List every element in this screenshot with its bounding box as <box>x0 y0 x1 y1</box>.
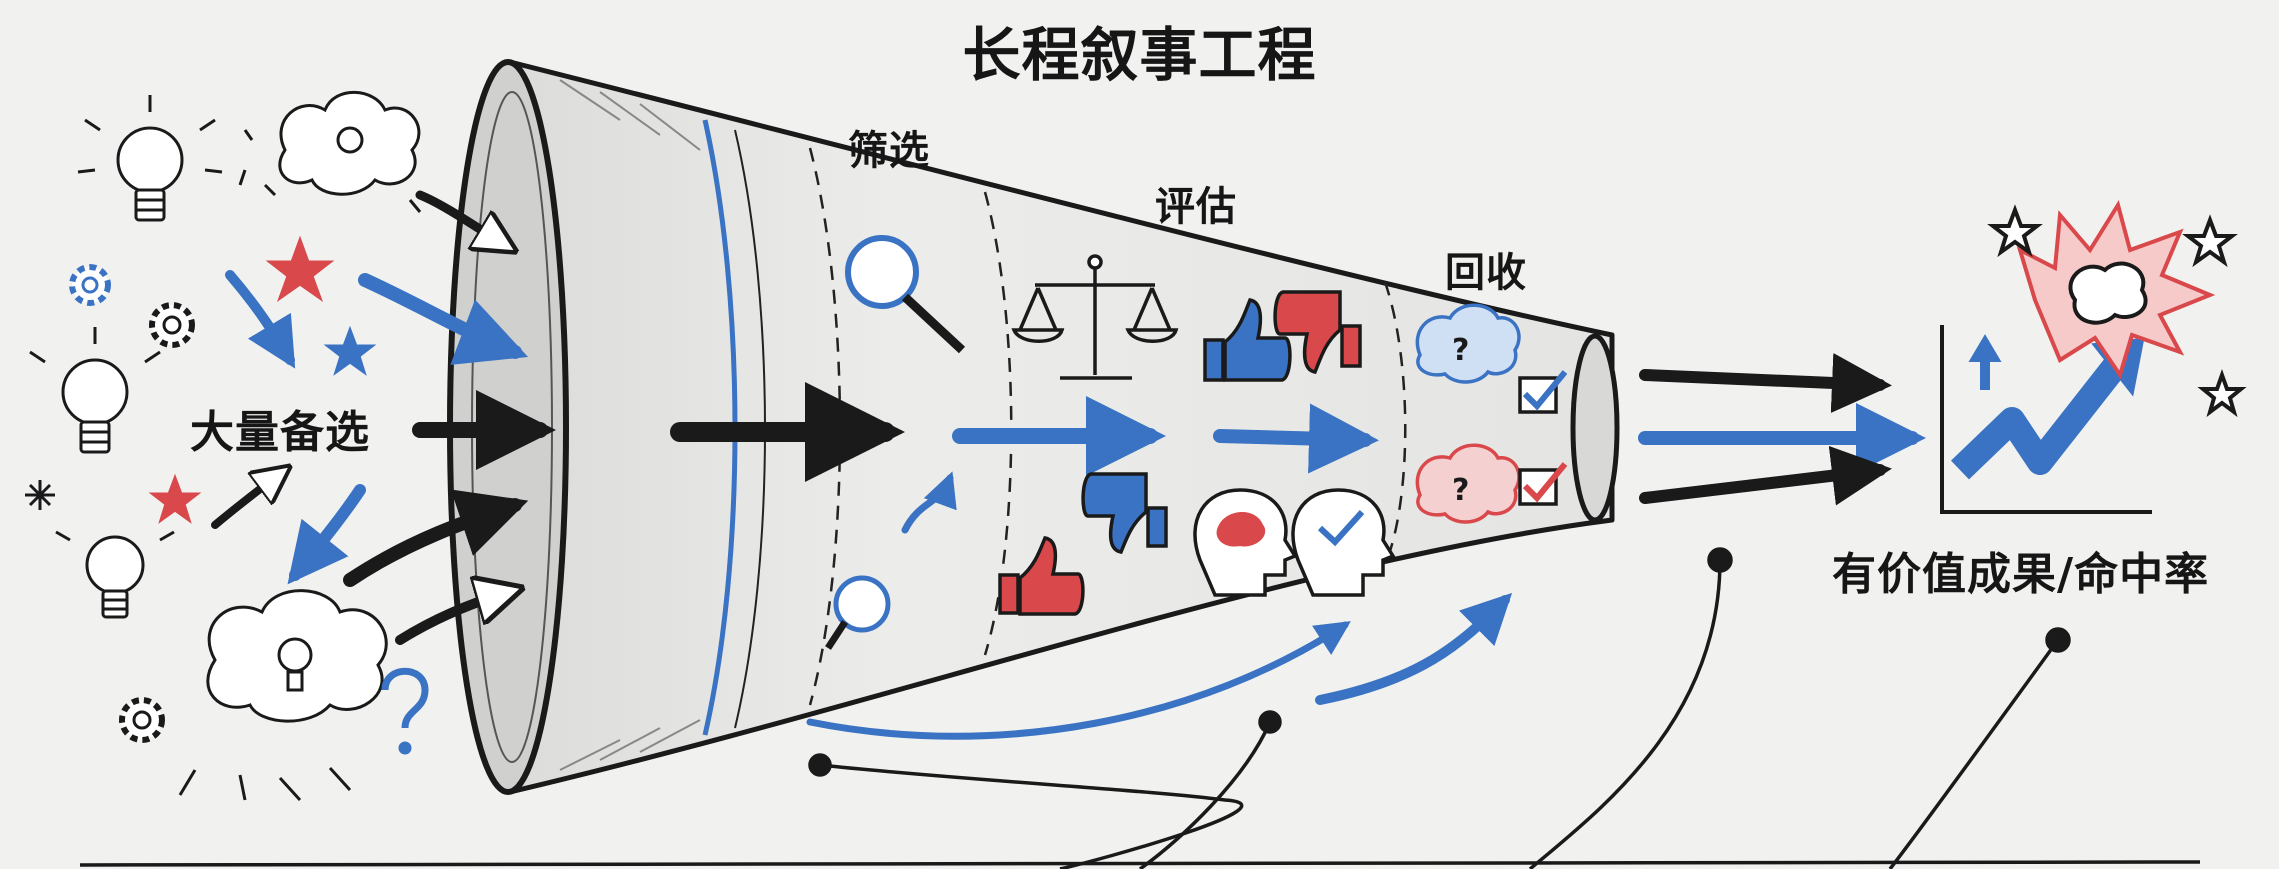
connector-dot <box>1707 547 1733 573</box>
gear-icon <box>149 302 195 348</box>
star-icon <box>2197 369 2247 418</box>
thought-cloud-icon <box>278 90 421 196</box>
lightbulb-icon <box>77 95 223 222</box>
arrow-in <box>358 273 529 365</box>
stage-label-filter: 筛选 <box>848 128 930 174</box>
recall-stage-icons: ? ? <box>1415 303 1568 524</box>
arrow-out <box>1639 445 1892 506</box>
thumbs-down-icon <box>1273 290 1362 374</box>
check-head-icon <box>1291 488 1396 597</box>
arrow-in <box>343 489 529 587</box>
magnifier-icon <box>845 235 966 354</box>
svg-text:?: ? <box>1452 333 1469 368</box>
star-icon <box>148 473 202 524</box>
star-icon <box>2182 214 2238 268</box>
thought-cloud-icon <box>206 589 388 723</box>
connector-line <box>1138 721 1272 869</box>
stage-divider-1 <box>808 147 842 706</box>
stage-divider-3 <box>1383 281 1407 566</box>
arrow-in <box>395 590 515 645</box>
sparkle-icon <box>25 480 55 510</box>
flow-arrow <box>1213 403 1379 474</box>
bottom-flow-arrows <box>806 592 1513 740</box>
stage-label-evaluate: 评估 <box>1155 184 1237 230</box>
arrow-in <box>225 270 296 369</box>
connector-dot <box>808 753 832 777</box>
question-mark-icon <box>381 667 429 729</box>
explosion-icon <box>2016 200 2216 380</box>
balance-scale-icon <box>1011 254 1179 380</box>
lightbulb-icon <box>55 530 175 619</box>
stage-divider-2 <box>983 191 1013 656</box>
checkbox-icon <box>1518 462 1568 506</box>
lightbulb-icon <box>29 327 161 454</box>
checkbox-icon <box>1518 370 1568 414</box>
flow-arrow <box>1315 592 1513 705</box>
output-arrows <box>1638 352 1926 506</box>
brain-icon: ? <box>1415 303 1521 384</box>
brain-icon: ? <box>1415 443 1521 524</box>
filter-stage-icons <box>825 235 966 650</box>
svg-text:?: ? <box>1452 473 1469 508</box>
arrow-out <box>1639 352 1892 413</box>
thumbs-down-icon <box>1081 472 1168 554</box>
candidate-ideas <box>25 90 429 802</box>
brain-head-icon <box>1193 488 1298 597</box>
gear-icon <box>119 697 165 743</box>
funnel-flow-arrows <box>670 382 1379 534</box>
result-icons <box>1940 200 2247 514</box>
arrow-in <box>287 484 366 585</box>
evaluate-stage-icons <box>998 254 1396 616</box>
connector-line <box>1888 638 2060 869</box>
funnel-top-hatching <box>559 79 701 771</box>
stage-label-recall: 回收 <box>1445 250 1527 296</box>
question-mark-dot <box>398 741 412 755</box>
scribble-marks <box>178 129 422 802</box>
star-icon <box>323 325 377 376</box>
funnel-outlet <box>1570 333 1620 523</box>
diagram-title: 长程叙事工程 <box>962 21 1317 89</box>
star-icon <box>1987 204 2043 258</box>
connector-dot <box>2045 627 2071 653</box>
arrow-in <box>211 470 285 529</box>
bottom-rule <box>79 858 2201 867</box>
thumbs-up-icon <box>1203 298 1292 382</box>
flow-arrow <box>901 471 957 534</box>
arrow-in <box>415 190 510 248</box>
funnel <box>447 59 1620 795</box>
input-arrows <box>211 190 556 645</box>
magnifier-icon <box>825 575 891 650</box>
star-icon <box>265 235 335 302</box>
connector-dot <box>1258 710 1282 734</box>
connector-line <box>1528 559 1722 869</box>
stage-label-input: 大量备选 <box>190 407 370 458</box>
thumbs-up-icon <box>998 536 1085 616</box>
flow-arrow <box>806 621 1351 740</box>
connector-line <box>819 763 1244 869</box>
funnel-body <box>507 59 1615 795</box>
stage-label-output: 有价值成果/命中率 <box>1832 549 2210 600</box>
gear-icon <box>69 264 111 306</box>
